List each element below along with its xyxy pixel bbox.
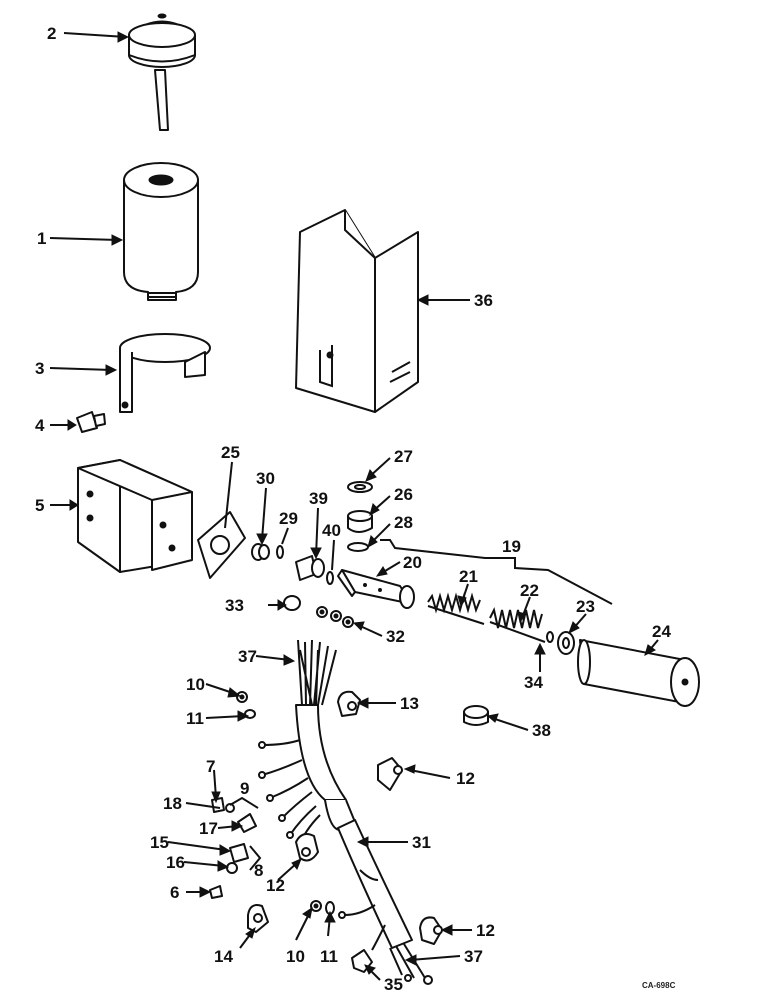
callout-35: 35 — [384, 975, 403, 994]
part-10-nut-a — [236, 691, 248, 703]
callout-19: 19 — [502, 537, 521, 556]
callout-31: 31 — [412, 833, 431, 852]
callout-37-top: 37 — [238, 647, 257, 666]
callout-11-bottom: 11 — [320, 947, 338, 966]
callout-24: 24 — [652, 622, 671, 641]
callout-10-bottom: 10 — [286, 947, 305, 966]
part-15-elbow — [229, 843, 249, 863]
callout-4: 4 — [35, 416, 45, 435]
part-12-clip-c — [419, 916, 443, 945]
callout-40: 40 — [322, 521, 341, 540]
callout-12-mid: 12 — [266, 876, 285, 895]
part-28-washer — [347, 542, 369, 552]
part-40-o-ring — [326, 571, 334, 585]
callout-20: 20 — [403, 553, 422, 572]
callout-33: 33 — [225, 596, 244, 615]
callout-9: 9 — [240, 779, 249, 798]
callout-26: 26 — [394, 485, 413, 504]
part-17-fitting — [237, 813, 257, 833]
callout-27: 27 — [394, 447, 413, 466]
part-20-valve-body — [337, 569, 415, 609]
callout-30: 30 — [256, 469, 275, 488]
part-22-spring — [489, 607, 546, 643]
callout-34: 34 — [524, 673, 543, 692]
callout-7: 7 — [206, 757, 215, 776]
callout-11-top: 11 — [186, 709, 204, 728]
part-24-tube — [577, 639, 700, 707]
callout-14: 14 — [214, 947, 233, 966]
callout-15: 15 — [150, 833, 169, 852]
part-12-clip-a — [377, 757, 403, 791]
callout-25: 25 — [221, 443, 240, 462]
callout-12-right: 12 — [456, 769, 475, 788]
part-7-fitting — [211, 797, 225, 813]
leader-lines — [49, 31, 659, 981]
part-26-nut — [347, 510, 373, 533]
callout-18: 18 — [163, 794, 182, 813]
part-32-screws — [316, 606, 354, 628]
part-5-bracket — [77, 459, 193, 573]
part-9-bracket — [229, 796, 259, 809]
part-39-fitting — [295, 555, 325, 581]
callout-29: 29 — [279, 509, 298, 528]
part-18-washer — [225, 803, 235, 813]
part-3-clamp — [119, 333, 211, 413]
callout-5: 5 — [35, 496, 44, 515]
part-29-o-ring — [276, 545, 284, 559]
callout-2: 2 — [47, 24, 56, 43]
callout-8: 8 — [254, 861, 263, 880]
part-8-bracket — [249, 845, 262, 871]
callout-10-top: 10 — [186, 675, 205, 694]
part-12-clip-b — [295, 833, 319, 862]
callout-36: 36 — [474, 291, 493, 310]
drawing-code: CA-698C — [642, 981, 676, 990]
callout-12-bottom: 12 — [476, 921, 495, 940]
part-1-canister — [123, 162, 199, 301]
part-27-washer — [347, 481, 373, 493]
callout-1: 1 — [37, 229, 46, 248]
callout-39: 39 — [309, 489, 328, 508]
part-6-screw — [209, 885, 223, 899]
callout-13: 13 — [400, 694, 419, 713]
part-16-nut — [226, 862, 238, 874]
callout-6: 6 — [170, 883, 179, 902]
part-21-spring — [427, 592, 485, 625]
callout-22: 22 — [520, 581, 539, 600]
callout-32: 32 — [386, 627, 405, 646]
part-25-gasket — [197, 511, 246, 579]
callout-3: 3 — [35, 359, 44, 378]
part-10-nut-b — [310, 900, 322, 912]
callout-labels: 2 1 3 4 36 5 25 30 29 39 40 27 26 28 20 … — [35, 24, 676, 994]
callout-37-bottom: 37 — [464, 947, 483, 966]
part-23-washer — [557, 631, 575, 655]
part-33-plug — [283, 595, 301, 611]
harness-branch-wires — [258, 739, 386, 951]
callout-16: 16 — [166, 853, 185, 872]
part-36-shield — [295, 209, 419, 413]
callout-38: 38 — [532, 721, 551, 740]
part-34-ring — [546, 631, 554, 643]
part-13-clip — [337, 690, 361, 717]
part-37-wire-bundle — [297, 639, 337, 706]
part-14-clip — [247, 904, 269, 933]
callout-28: 28 — [394, 513, 413, 532]
callout-21: 21 — [459, 567, 478, 586]
part-30-fitting — [251, 543, 270, 561]
part-38-grommet — [463, 705, 489, 726]
callout-23: 23 — [576, 597, 595, 616]
part-4-bolt — [76, 411, 106, 433]
part-2-cap — [128, 13, 196, 131]
callout-17: 17 — [199, 819, 218, 838]
